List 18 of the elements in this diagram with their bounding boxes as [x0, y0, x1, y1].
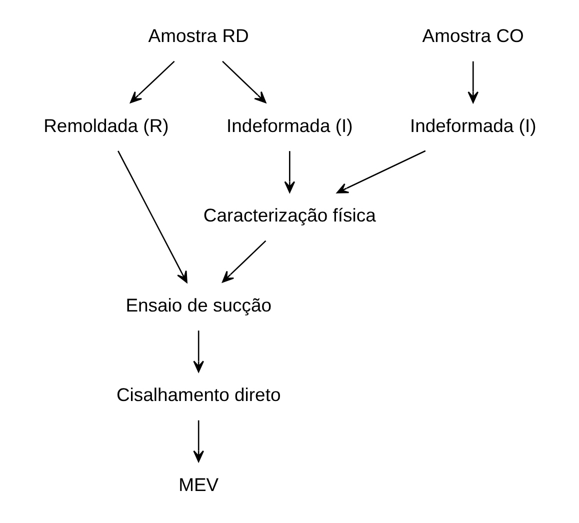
node-text: Ensaio de sucção: [125, 294, 271, 316]
node-text: Amostra CO: [422, 25, 524, 46]
arrow: [467, 61, 478, 104]
arrow: [336, 150, 426, 194]
arrow: [129, 60, 174, 104]
node-text: Cisalhamento direto: [116, 384, 280, 406]
arrow: [222, 60, 266, 104]
arrow: [222, 240, 266, 283]
arrow: [192, 330, 204, 372]
node-text: MEV: [178, 474, 218, 495]
node-text: Indeformada (I): [226, 114, 352, 136]
node-text: Caracterização física: [202, 204, 376, 226]
node-text: Indeformada (I): [409, 114, 536, 136]
arrow: [117, 150, 187, 284]
arrow: [192, 420, 204, 462]
arrow: [284, 151, 295, 193]
node-text: Amostra RD: [148, 25, 248, 46]
node-text: Remoldada (R): [43, 114, 168, 136]
